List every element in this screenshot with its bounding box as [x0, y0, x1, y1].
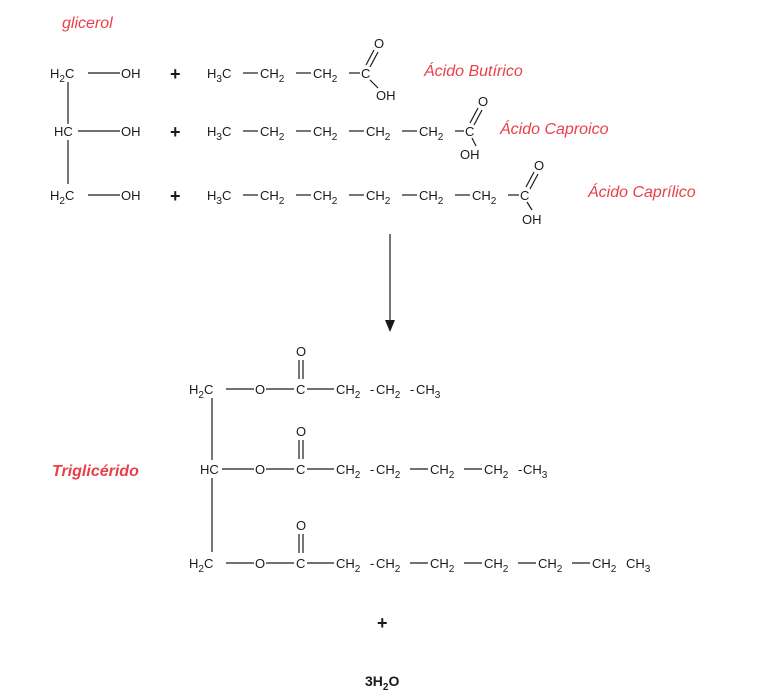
glycerol-c2: HC [54, 124, 73, 139]
acid-ch2: CH2 [472, 188, 497, 207]
reaction-arrow [385, 234, 395, 332]
chain-ch2: CH2 [336, 556, 361, 575]
hydroxyl: OH [376, 88, 396, 103]
butyric-acid-label: Ácido Butírico [423, 61, 523, 80]
chain-ch2: CH2 [430, 556, 455, 575]
carbonyl-oxygen: O [296, 518, 306, 533]
bond [365, 49, 375, 66]
glycerol-label: glicerol [62, 15, 113, 32]
chain-ch3: CH3 [626, 556, 651, 575]
bond [369, 79, 379, 89]
glycerol-oh-2: OH [121, 124, 141, 139]
carbonyl-oxygen: O [534, 158, 544, 173]
ester-carbonyl-carbon: C [296, 556, 305, 571]
dash: - [370, 382, 374, 397]
ester-carbonyl-carbon: C [296, 462, 305, 477]
acid-methyl: H3C [207, 124, 231, 143]
plus-sign: + [170, 122, 181, 142]
glycerol-structure: H2C OH HC OH H2C OH [50, 66, 141, 207]
chain-ch2: CH2 [376, 462, 401, 481]
bond [369, 51, 379, 68]
chain-ch3: CH3 [523, 462, 548, 481]
carbonyl-oxygen: O [478, 94, 488, 109]
chain-ch2: CH2 [336, 462, 361, 481]
ester-oxygen: O [255, 556, 265, 571]
carboxyl-carbon: C [520, 188, 529, 203]
water-product: 3H2O [365, 673, 399, 693]
glycerol-c1: H2C [50, 66, 74, 85]
dash: - [410, 382, 414, 397]
glycerol-oh-1: OH [121, 66, 141, 81]
ester-carbonyl-carbon: C [296, 382, 305, 397]
hydroxyl: OH [522, 212, 542, 227]
carbonyl-oxygen: O [374, 36, 384, 51]
caprylic-acid-structure: H3C CH2 CH2 CH2 CH2 CH2 C O OH [207, 158, 544, 227]
caproic-acid-label: Ácido Caproico [499, 119, 609, 138]
plus-sign: + [377, 613, 388, 633]
carbonyl-oxygen: O [296, 344, 306, 359]
acid-ch2: CH2 [260, 66, 285, 85]
ester-c1: H2C [189, 382, 213, 401]
chain-ch2: CH2 [336, 382, 361, 401]
bond [529, 173, 539, 190]
acid-ch2: CH2 [313, 124, 338, 143]
ester-c2: HC [200, 462, 219, 477]
acid-methyl: H3C [207, 188, 231, 207]
triglyceride-label: Triglicérido [52, 463, 139, 480]
acid-ch2: CH2 [366, 124, 391, 143]
glycerol-c3: H2C [50, 188, 74, 207]
chain-ch2ch3: CH2 [592, 556, 617, 575]
plus-sign: + [170, 186, 181, 206]
butyric-acid-structure: H3C CH2 CH2 C O OH [207, 36, 396, 103]
chain-ch2: CH2 [376, 382, 401, 401]
acid-ch2: CH2 [419, 188, 444, 207]
plus-sign: + [170, 64, 181, 84]
caprylic-acid-label: Ácido Caprílico [587, 182, 696, 201]
chain-ch2: CH2 [538, 556, 563, 575]
dash: - [370, 462, 374, 477]
caproic-acid-structure: H3C CH2 CH2 CH2 CH2 C O OH [207, 94, 488, 162]
chain-ch2: CH2 [484, 556, 509, 575]
carboxyl-carbon: C [465, 124, 474, 139]
acid-ch2: CH2 [313, 66, 338, 85]
bond [525, 171, 535, 188]
chain-ch2: CH2 [430, 462, 455, 481]
glycerol-oh-3: OH [121, 188, 141, 203]
bond [469, 107, 479, 124]
carboxyl-carbon: C [361, 66, 370, 81]
acid-ch2: CH2 [366, 188, 391, 207]
chain-ch2: CH2 [376, 556, 401, 575]
ester-oxygen: O [255, 382, 265, 397]
dash: - [518, 462, 522, 477]
bond [526, 201, 533, 211]
bond [471, 137, 477, 147]
carbonyl-oxygen: O [296, 424, 306, 439]
dash: - [370, 556, 374, 571]
triglyceride-structure: H2C HC H2C O C O CH2 - CH2 - CH3 O C O C… [189, 344, 651, 575]
acid-ch2: CH2 [313, 188, 338, 207]
chain-ch3: CH3 [416, 382, 441, 401]
arrow-head [385, 320, 395, 332]
acid-ch2: CH2 [260, 188, 285, 207]
ester-oxygen: O [255, 462, 265, 477]
acid-methyl: H3C [207, 66, 231, 85]
ester-c3: H2C [189, 556, 213, 575]
chain-ch2: CH2 [484, 462, 509, 481]
hydroxyl: OH [460, 147, 480, 162]
bond [473, 109, 483, 126]
acid-ch2: CH2 [419, 124, 444, 143]
acid-ch2: CH2 [260, 124, 285, 143]
